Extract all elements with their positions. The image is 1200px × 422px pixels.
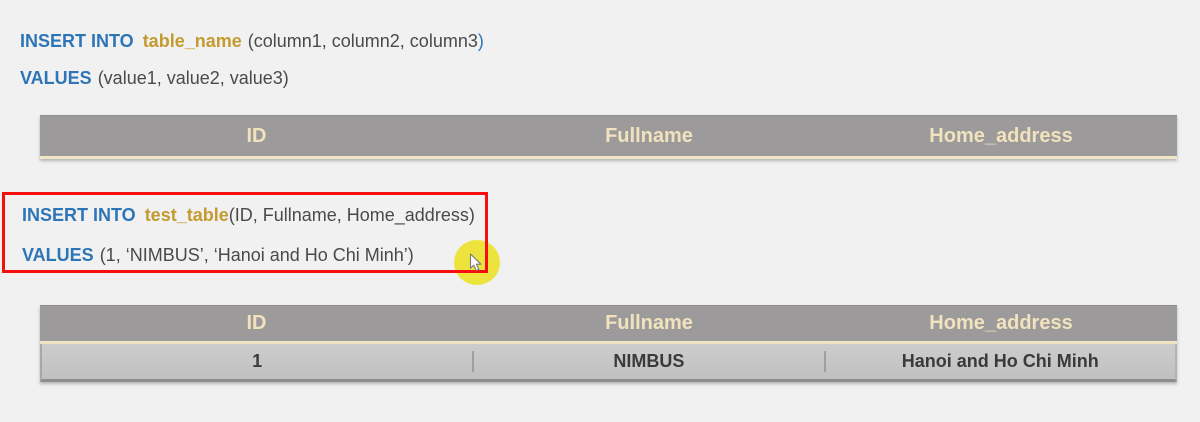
mouse-cursor-icon	[469, 253, 484, 278]
result-table-header-row: ID Fullname Home_address	[40, 305, 1177, 344]
keyword-values: VALUES	[22, 245, 94, 265]
keyword-insert-into: INSERT INTO	[22, 205, 136, 225]
result-table-header-id: ID	[246, 312, 267, 334]
syntax-values-line: VALUES(value1, value2, value3)	[20, 67, 289, 89]
syntax-columns: (column1, column2, column3	[247, 31, 478, 51]
example-table-name: test_table	[144, 205, 229, 225]
example-values-line: VALUES(1, ‘NIMBUS’, ‘Hanoi and Ho Chi Mi…	[22, 244, 414, 266]
empty-table-header-id: ID	[246, 124, 267, 147]
syntax-table-name: table_name	[142, 31, 242, 51]
keyword-insert-into: INSERT INTO	[20, 31, 134, 51]
result-table: ID Fullname Home_address 1 NIMBUS Hanoi …	[40, 305, 1177, 382]
empty-table-header-fullname: Fullname	[605, 124, 693, 147]
example-values-list: (1, ‘NIMBUS’, ‘Hanoi and Ho Chi Minh’)	[99, 245, 414, 265]
result-table-row: 1 NIMBUS Hanoi and Ho Chi Minh	[40, 344, 1177, 382]
result-cell-fullname: NIMBUS	[472, 351, 823, 372]
result-cell-id: 1	[252, 351, 263, 371]
example-columns: (ID, Fullname, Home_address)	[228, 205, 475, 225]
result-table-header-fullname: Fullname	[605, 312, 693, 334]
syntax-closing-paren: )	[477, 31, 484, 51]
syntax-values-list: (value1, value2, value3)	[97, 68, 289, 88]
empty-table-header-row: ID Fullname Home_address	[40, 115, 1177, 159]
result-cell-home-address: Hanoi and Ho Chi Minh	[823, 351, 1175, 372]
empty-table-header-home-address: Home_address	[929, 124, 1073, 147]
red-annotation-box: INSERT INTO test_table(ID, Fullname, Home…	[2, 192, 488, 273]
example-insert-line: INSERT INTO test_table(ID, Fullname, Home…	[22, 204, 475, 226]
result-table-header-home-address: Home_address	[929, 312, 1073, 334]
empty-table: ID Fullname Home_address	[40, 115, 1177, 159]
syntax-insert-line: INSERT INTO table_name(column1, column2, …	[20, 30, 484, 52]
keyword-values: VALUES	[20, 68, 92, 88]
